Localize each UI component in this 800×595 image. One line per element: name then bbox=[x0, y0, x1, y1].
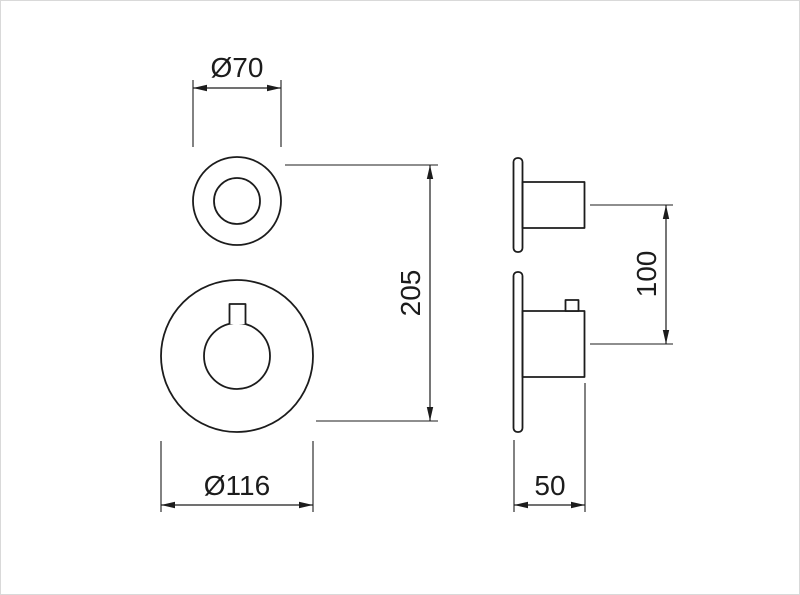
bottom-body-knob bbox=[564, 299, 580, 312]
top-valve-body bbox=[521, 181, 586, 229]
dim-label-top-diameter: Ø70 bbox=[211, 52, 264, 83]
dim-center-distance: 100 bbox=[590, 204, 673, 345]
large-handle-outer-circle bbox=[160, 279, 314, 433]
dim-top-diameter: Ø70 bbox=[192, 52, 282, 147]
dim-total-height: 205 bbox=[285, 164, 438, 422]
dim-label-depth: 50 bbox=[534, 470, 565, 501]
front-view bbox=[160, 156, 314, 433]
small-handle-outer-circle bbox=[192, 156, 282, 246]
dim-label-center-distance: 100 bbox=[631, 251, 662, 298]
top-escutcheon-plate bbox=[512, 157, 524, 253]
dim-label-total-height: 205 bbox=[395, 270, 426, 317]
dim-label-bottom-diameter: Ø116 bbox=[204, 470, 270, 501]
side-view bbox=[512, 157, 586, 433]
bottom-escutcheon-plate bbox=[512, 271, 524, 433]
dim-bottom-diameter: Ø116 bbox=[160, 441, 314, 512]
small-handle-inner-circle bbox=[213, 177, 261, 225]
dim-depth: 50 bbox=[513, 383, 586, 512]
handle-indicator-tab bbox=[228, 303, 247, 324]
large-handle-inner-circle bbox=[203, 322, 271, 390]
dimension-annotations: Ø70 Ø116 205 100 bbox=[160, 52, 673, 512]
bottom-valve-body bbox=[521, 310, 586, 378]
